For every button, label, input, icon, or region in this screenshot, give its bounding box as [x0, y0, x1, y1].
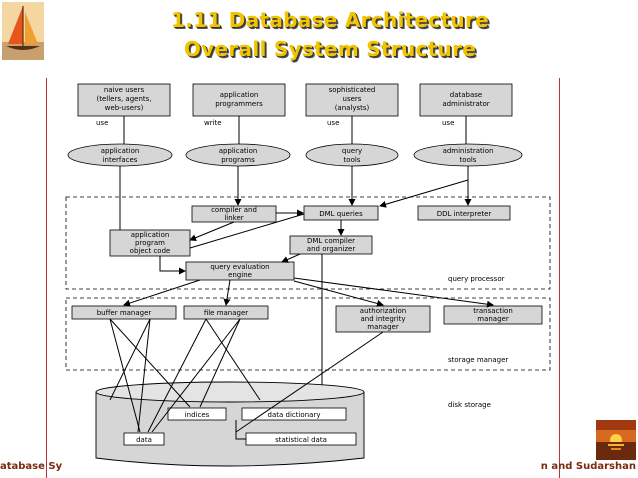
sophisticated-line-2: users — [343, 95, 362, 103]
ddl-interpreter-label: DDL interpreter — [437, 210, 492, 218]
title-line-1: 1.11 Database Architecture — [170, 8, 489, 32]
sailboat-icon — [2, 2, 44, 60]
compiler-line-1: compiler and — [211, 206, 257, 214]
edge-label-use-2: use — [327, 119, 339, 127]
statistical-data-box: statistical data — [245, 432, 357, 446]
edge-label-write: write — [204, 119, 222, 127]
statistical-data-label: statistical data — [275, 436, 327, 444]
dml-compiler-line-2: and organizer — [307, 245, 356, 253]
indices-label: indices — [185, 411, 210, 419]
dml-compiler-line-1: DML compiler — [307, 237, 355, 245]
query-tools-line-2: tools — [344, 156, 361, 164]
naive-users-line-1: naive users — [104, 86, 145, 94]
edge-label-use-1: use — [96, 119, 108, 127]
buffer-manager-box: buffer manager — [71, 305, 177, 320]
data-label: data — [136, 436, 152, 444]
data-box: data — [123, 432, 165, 446]
footer-left: atabase Sy — [0, 461, 63, 472]
programs-line-2: programs — [221, 156, 255, 164]
indices-box: indices — [167, 407, 227, 421]
admin-tools-line-1: administration — [443, 147, 494, 155]
transaction-line-2: manager — [477, 315, 509, 323]
naive-users-line-3: web-users) — [105, 104, 144, 112]
ddl-interpreter-box: DDL interpreter — [417, 205, 511, 221]
sophisticated-line-3: (analysts) — [335, 104, 370, 112]
disk-storage-label: disk storage — [448, 401, 491, 409]
title-line-2: Overall System Structure — [183, 37, 477, 61]
edge-label-use-3: use — [442, 119, 454, 127]
data-dictionary-box: data dictionary — [241, 407, 347, 421]
auth-line-3: manager — [367, 323, 399, 331]
transaction-line-1: transaction — [473, 307, 513, 315]
auth-line-2: and integrity — [361, 315, 406, 323]
query-processor-label: query processor — [448, 275, 505, 283]
file-manager-label: file manager — [204, 309, 248, 317]
naive-users-box: naive users(tellers, agents,web-users) — [77, 83, 171, 117]
query-processor-region — [65, 196, 551, 290]
footer-right: n and Sudarshan — [540, 461, 636, 472]
object-code-line-1: application — [131, 231, 170, 239]
storage-manager-region — [65, 297, 551, 371]
interfaces-line-1: application — [101, 147, 140, 155]
storage-manager-label: storage manager — [448, 356, 508, 364]
compiler-line-2: linker — [224, 214, 243, 222]
svg-text:naive users(tellers, agents,we: naive users(tellers, agents,web-users) — [96, 86, 151, 112]
interfaces-line-2: interfaces — [103, 156, 138, 164]
programs-line-1: application — [219, 147, 258, 155]
auth-line-1: authorization — [360, 307, 406, 315]
eval-line-1: query evaluation — [210, 263, 269, 271]
disk-storage-cylinder — [95, 381, 365, 467]
object-code-line-2: program — [135, 239, 165, 247]
sunset-icon — [596, 420, 636, 460]
dml-queries-box: DML queries — [303, 205, 379, 221]
naive-users-line-2: (tellers, agents, — [96, 95, 151, 103]
buffer-manager-label: buffer manager — [97, 309, 152, 317]
eval-line-2: engine — [228, 271, 252, 279]
dml-queries-label: DML queries — [319, 210, 363, 218]
query-tools-line-1: query — [342, 147, 362, 155]
object-code-line-3: object code — [130, 247, 171, 255]
file-manager-box: file manager — [183, 305, 269, 320]
admin-tools-line-2: tools — [460, 156, 477, 164]
programmers-line-2: programmers — [215, 100, 263, 108]
programmers-line-1: application — [220, 91, 259, 99]
data-dictionary-label: data dictionary — [268, 411, 321, 419]
dba-line-1: database — [450, 91, 482, 99]
sophisticated-line-1: sophisticated — [329, 86, 376, 94]
dba-line-2: administrator — [442, 100, 489, 108]
